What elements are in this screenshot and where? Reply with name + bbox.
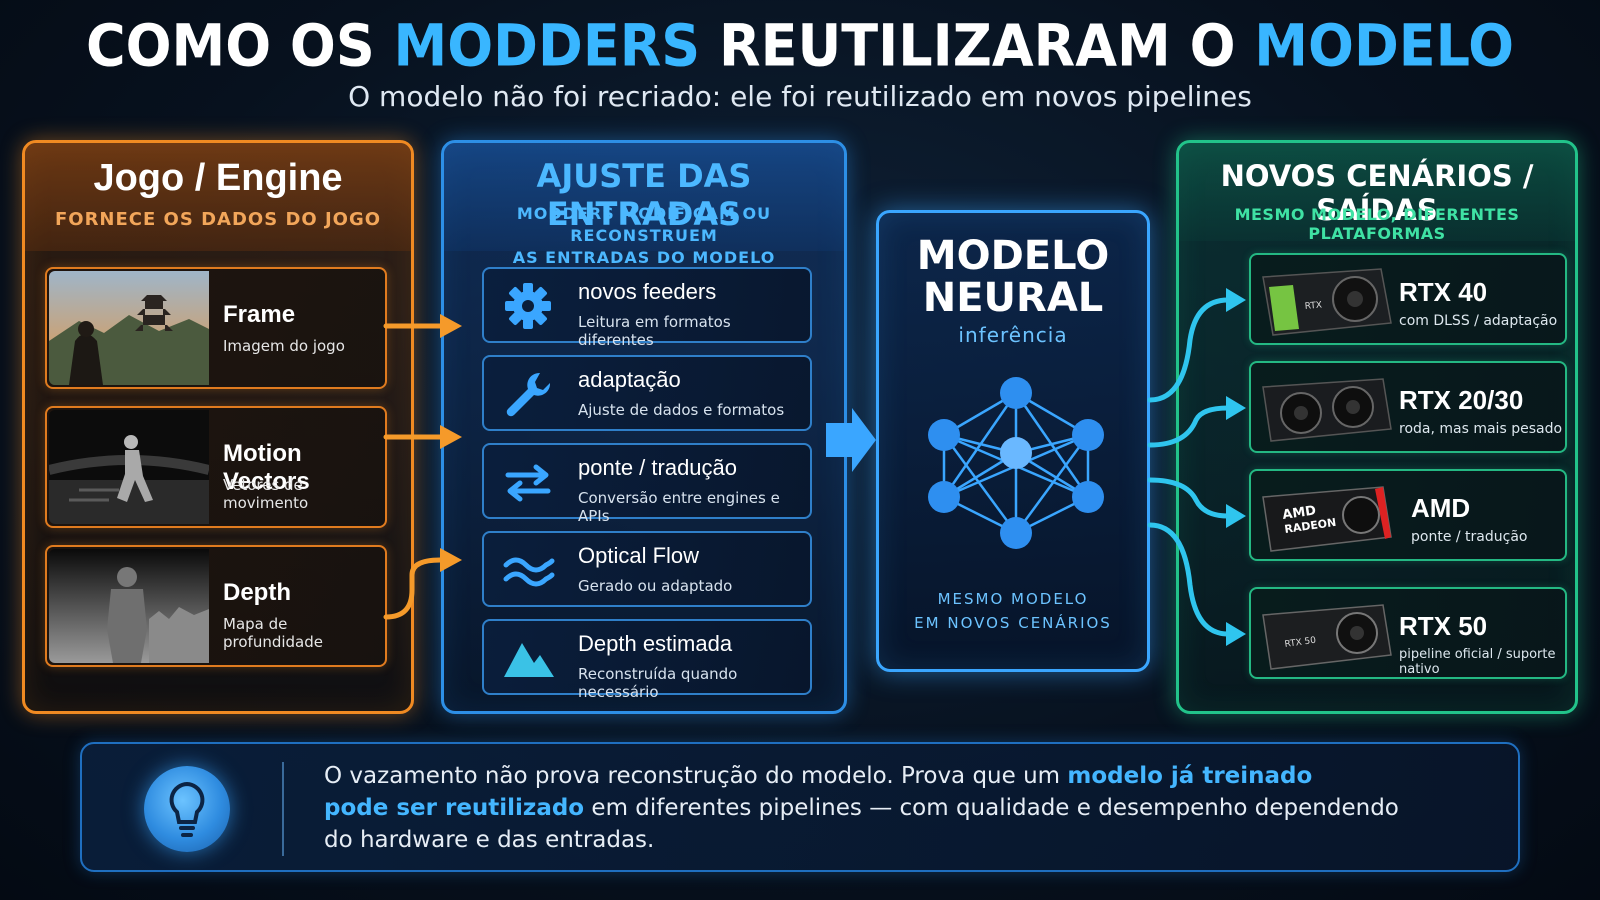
page-subtitle: O modelo não foi recriado: ele foi reuti…: [348, 80, 1252, 113]
engine-item-label: Motion Vectors: [223, 440, 310, 495]
model-to-outputs-arrows: [1147, 297, 1231, 637]
input-item-label: Optical Flow: [578, 543, 700, 568]
engine-panel-title: Jogo / Engine: [93, 157, 343, 199]
input-item-label: adaptação: [578, 367, 681, 392]
input-item-desc: Leitura em formatos diferentes: [578, 313, 731, 349]
gpu-card-icon: AMD RADEON: [1262, 486, 1392, 552]
note-highlight: modelo já treinado: [1067, 763, 1313, 789]
arrow-head-icon: [1226, 622, 1246, 646]
gpu-card-text: RTX 50: [1284, 636, 1317, 650]
swap-arrows-icon: [505, 464, 551, 502]
arrow-head-icon: [1226, 396, 1246, 420]
note-text: O vazamento não prova reconstrução do mo…: [324, 760, 1454, 856]
motion-vectors-thumbnail: [49, 410, 209, 524]
note-text-part: do hardware e das entradas.: [324, 827, 655, 853]
note-text-part: em diferentes pipelines — com qualidade …: [584, 795, 1399, 821]
model-title-line-1: MODELO: [916, 233, 1110, 279]
input-item-label: Depth estimada: [578, 631, 733, 656]
arrow-head-icon: [440, 548, 462, 572]
arrow-head-icon: [440, 314, 462, 338]
inputs-panel-subtitle: MODDERS MODIFICAM OU RECONSTRUEM AS ENTR…: [444, 203, 844, 269]
outputs-panel-title: NOVOS CENÁRIOS / SAÍDAS: [1220, 159, 1534, 227]
engine-panel-subtitle: FORNECE OS DADOS DO JOGO: [54, 209, 382, 230]
input-item-ponte-traducao: ponte / tradução Conversão entre engines…: [482, 443, 812, 525]
inputs-subtitle-line-1: MODDERS MODIFICAM OU RECONSTRUEM: [516, 204, 772, 245]
input-item-label: novos feeders: [578, 279, 717, 304]
mountain-icon: [504, 643, 554, 677]
arrow-head-icon: [1226, 288, 1246, 312]
inputs-to-model-arrow-icon: [826, 408, 876, 472]
engine-item-desc: Imagem do jogo: [223, 337, 345, 355]
gpu-card-icon: RTX: [1262, 268, 1392, 336]
depth-thumbnail: [49, 549, 209, 663]
outputs-panel-header: [1179, 143, 1575, 241]
engine-item-depth: Depth Mapa de profundidade: [45, 545, 387, 667]
gear-icon: [505, 283, 551, 329]
output-item-amd: AMD RADEON AMD ponte / tradução: [1249, 469, 1567, 561]
output-item-label: AMD: [1411, 493, 1471, 523]
input-item-novos-feeders: novos feeders Leitura em formatos difere…: [482, 267, 812, 349]
engine-to-inputs-arrows: [383, 323, 443, 620]
outputs-panel-subtitle: MESMO MODELO, DIFERENTES PLATAFORMAS: [1234, 205, 1520, 243]
model-title: MODELO NEURAL: [879, 235, 1147, 319]
neural-network-icon: [928, 377, 1104, 549]
model-footer: MESMO MODELO EM NOVOS CENÁRIOS: [879, 587, 1147, 635]
note-highlight: pode ser reutilizado: [324, 795, 585, 821]
output-item-desc: roda, mas mais pesado: [1399, 421, 1563, 437]
gpu-card-icon: RTX 50: [1262, 604, 1392, 670]
input-item-adaptacao: adaptação Ajuste de dados e formatos: [482, 355, 812, 431]
input-item-label: ponte / tradução: [578, 455, 738, 480]
output-item-desc: ponte / tradução: [1411, 529, 1528, 545]
note-text-part: O vazamento não prova reconstrução do mo…: [324, 763, 1068, 789]
input-item-desc: Conversão entre engines e APIs: [578, 489, 780, 525]
model-subtitle: inferência: [958, 323, 1068, 347]
engine-item-frame: Frame Imagem do jogo: [45, 267, 387, 389]
inputs-panel-header: [444, 143, 844, 251]
input-item-depth-estimada: Depth estimada Reconstruída quando neces…: [482, 619, 812, 701]
frame-thumbnail: [49, 271, 209, 385]
engine-item-label: Depth: [223, 579, 291, 606]
inputs-subtitle-line-2: AS ENTRADAS DO MODELO: [512, 248, 776, 267]
waves-icon: [503, 557, 555, 587]
engine-item-desc: Vetores de movimento: [223, 476, 309, 512]
input-item-desc: Reconstruída quando necessário: [578, 665, 738, 701]
gpu-card-icon: [1262, 378, 1392, 442]
output-item-label: RTX 50: [1399, 611, 1488, 641]
model-footer-line-1: MESMO MODELO: [937, 590, 1089, 608]
output-item-rtx-40: RTX RTX 40 com DLSS / adaptação: [1249, 253, 1567, 345]
wrench-icon: [506, 372, 551, 417]
output-item-desc: pipeline oficial / suporte nativo: [1399, 647, 1556, 677]
page-title: COMO OS MODDERS REUTILIZARAM O MODELO: [85, 11, 1515, 80]
output-item-label: RTX 40: [1399, 277, 1488, 307]
engine-panel-header: [25, 143, 411, 251]
note-divider: [282, 762, 284, 856]
engine-panel: Jogo / Engine FORNECE OS DADOS DO JOGO F…: [22, 140, 414, 714]
gpu-card-text: AMD: [1281, 503, 1317, 523]
arrow-head-icon: [1226, 504, 1246, 528]
outputs-panel: NOVOS CENÁRIOS / SAÍDAS MESMO MODELO, DI…: [1176, 140, 1578, 714]
model-title-line-2: NEURAL: [922, 275, 1104, 321]
lightbulb-icon: [144, 766, 230, 852]
engine-item-motion-vectors: Motion Vectors Vetores de movimento: [45, 406, 387, 528]
engine-item-desc: Mapa de profundidade: [223, 615, 323, 651]
input-item-optical-flow: Optical Flow Gerado ou adaptado: [482, 531, 812, 607]
inputs-panel-title: AJUSTE DAS ENTRADAS: [536, 157, 752, 233]
output-item-desc: com DLSS / adaptação: [1399, 313, 1558, 329]
output-item-rtx-20-30: RTX 20/30 roda, mas mais pesado: [1249, 361, 1567, 453]
input-item-desc: Ajuste de dados e formatos: [578, 401, 785, 419]
engine-item-label: Frame: [223, 301, 296, 328]
output-item-rtx-50: RTX 50 RTX 50 pipeline oficial / suporte…: [1249, 587, 1567, 679]
model-panel: MODELO NEURAL inferência MESMO MODELO EM…: [876, 210, 1150, 672]
inputs-panel: AJUSTE DAS ENTRADAS MODDERS MODIFICAM OU…: [441, 140, 847, 714]
output-item-label: RTX 20/30: [1399, 385, 1524, 415]
summary-note: O vazamento não prova reconstrução do mo…: [80, 742, 1520, 872]
model-footer-line-2: EM NOVOS CENÁRIOS: [914, 614, 1112, 632]
arrow-head-icon: [440, 425, 462, 449]
gpu-card-text: RTX: [1304, 301, 1322, 312]
input-item-desc: Gerado ou adaptado: [578, 577, 733, 595]
